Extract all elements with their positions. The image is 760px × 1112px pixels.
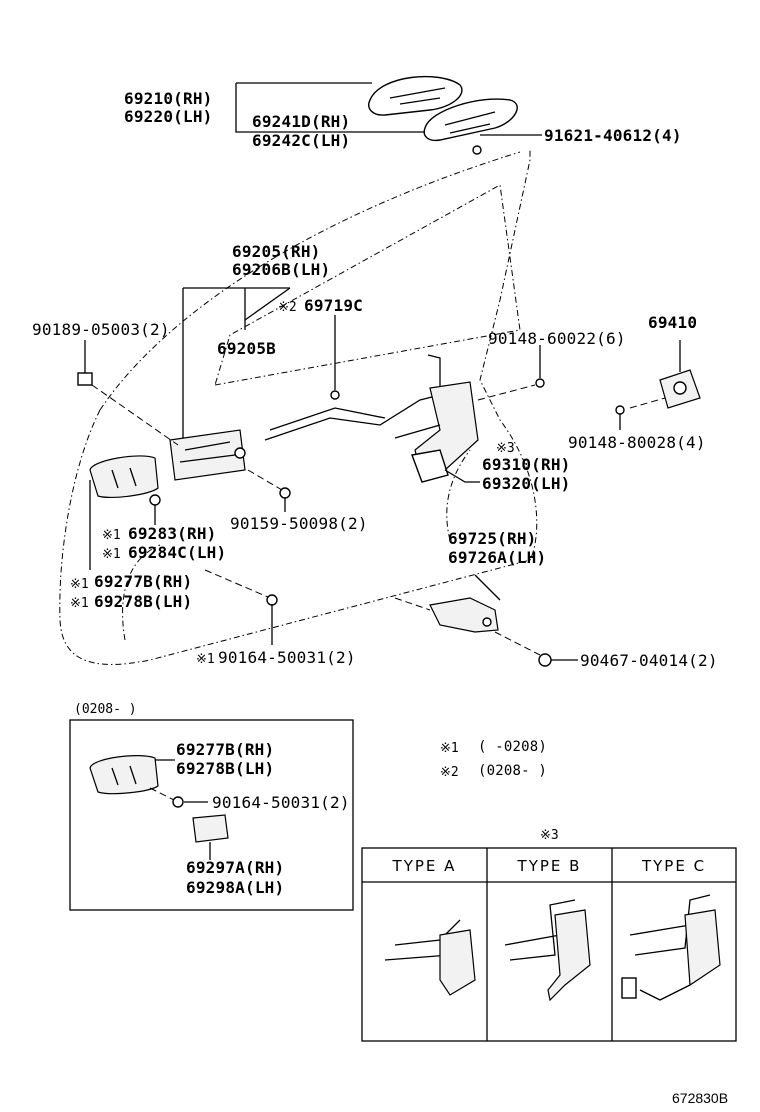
label-90159: 90159-50098(2) bbox=[230, 514, 368, 533]
label-69241d: 69241D(RH) bbox=[252, 112, 351, 131]
mark-69719: ※2 bbox=[278, 300, 297, 315]
label-90164: 90164-50031(2) bbox=[218, 648, 356, 667]
mark-69277: ※1 bbox=[70, 577, 89, 592]
inset-label-69297a: 69297A(RH) bbox=[186, 858, 285, 877]
screw-69719 bbox=[330, 390, 340, 400]
type-a-header: TYPE A bbox=[392, 857, 457, 875]
label-69725: 69725(RH) bbox=[448, 529, 537, 548]
dash-90189 bbox=[91, 384, 179, 446]
label-69220: 69220(LH) bbox=[124, 107, 213, 126]
inside-handle-assembly bbox=[169, 429, 246, 481]
dash-90467 bbox=[494, 631, 541, 656]
label-69726a: 69726A(LH) bbox=[448, 548, 547, 567]
label-91621: 91621-40612(4) bbox=[544, 126, 682, 145]
door-handle-frame bbox=[423, 98, 518, 142]
mark-69310: ※3 bbox=[496, 441, 515, 456]
door-outline bbox=[59, 150, 538, 665]
inset-screw bbox=[172, 796, 184, 808]
dash-90164 bbox=[204, 569, 269, 598]
label-69210: 69210(RH) bbox=[124, 89, 213, 108]
inset-cover bbox=[192, 814, 229, 843]
label-69205: 69205(RH) bbox=[232, 242, 321, 261]
label-69283: 69283(RH) bbox=[128, 524, 217, 543]
inset-box bbox=[69, 719, 354, 911]
legend-mark-2: ※2 bbox=[440, 765, 459, 780]
inset-label-69277b: 69277B(RH) bbox=[176, 740, 275, 759]
bracket-69210 bbox=[235, 82, 425, 133]
inset-label-69278b: 69278B(LH) bbox=[176, 759, 275, 778]
mark-69283: ※1 bbox=[102, 528, 121, 543]
inset-bezel bbox=[89, 755, 159, 795]
dash-inset bbox=[149, 787, 175, 801]
dash-90148a bbox=[477, 384, 536, 401]
screw-91621 bbox=[472, 145, 482, 155]
bracket-69205 bbox=[182, 287, 290, 440]
leader-69205 bbox=[244, 287, 291, 321]
door-lock-assembly bbox=[394, 381, 479, 483]
type-table bbox=[361, 847, 737, 1042]
type-a-sketch bbox=[384, 919, 476, 996]
cap-69283 bbox=[149, 494, 161, 506]
label-90148-60022: 90148-60022(6) bbox=[488, 329, 626, 348]
screw-90148-80028 bbox=[615, 405, 625, 415]
label-69410: 69410 bbox=[648, 313, 698, 332]
diagram-code: 672830B bbox=[672, 1090, 729, 1106]
inset-label-90164: 90164-50031(2) bbox=[212, 793, 350, 812]
legend-range-1: ( -0208) bbox=[478, 739, 548, 755]
label-69320: 69320(LH) bbox=[482, 474, 571, 493]
dash-90159 bbox=[247, 469, 283, 491]
label-69205b: 69205B bbox=[217, 339, 276, 358]
inset-label-69298a: 69298A(LH) bbox=[186, 878, 285, 897]
outer-door-handle bbox=[368, 75, 463, 116]
bolt-90467 bbox=[538, 653, 552, 667]
mark-69284: ※1 bbox=[102, 547, 121, 562]
lock-rod-1 bbox=[264, 394, 441, 441]
type-c-sketch bbox=[621, 894, 721, 1001]
lock-rod-2 bbox=[269, 407, 386, 431]
leader-69725 bbox=[474, 574, 501, 601]
type-table-mark: ※3 bbox=[540, 828, 559, 843]
inside-handle-bezel bbox=[89, 455, 159, 499]
dash-69725 bbox=[394, 597, 431, 611]
label-69206b: 69206B(LH) bbox=[232, 260, 331, 279]
label-90148-80028: 90148-80028(4) bbox=[568, 433, 706, 452]
lock-cable-bracket bbox=[429, 597, 499, 633]
door-lock-striker bbox=[659, 369, 701, 409]
label-69310: 69310(RH) bbox=[482, 455, 571, 474]
dash-striker bbox=[629, 397, 666, 409]
legend-mark-1: ※1 bbox=[440, 741, 459, 756]
label-90467: 90467-04014(2) bbox=[580, 651, 718, 670]
leader-69310 bbox=[444, 469, 480, 483]
lock-rod-3 bbox=[427, 354, 441, 395]
type-b-header: TYPE B bbox=[517, 857, 582, 875]
nut-90189 bbox=[77, 372, 93, 386]
label-69242c: 69242C(LH) bbox=[252, 131, 351, 150]
mark-90164: ※1 bbox=[196, 652, 215, 667]
label-69277b: 69277B(RH) bbox=[94, 572, 193, 591]
label-69284c: 69284C(LH) bbox=[128, 543, 227, 562]
legend-range-2: (0208- ) bbox=[478, 763, 548, 779]
screw-90164 bbox=[266, 594, 278, 606]
label-69278b: 69278B(LH) bbox=[94, 592, 193, 611]
type-b-sketch bbox=[504, 899, 591, 1002]
screw-90148-60022 bbox=[535, 378, 545, 388]
label-90189: 90189-05003(2) bbox=[32, 320, 170, 339]
label-69719c: 69719C bbox=[304, 296, 363, 315]
type-c-header: TYPE C bbox=[641, 857, 707, 875]
inset-range: (0208- ) bbox=[74, 702, 137, 717]
mark-69278: ※1 bbox=[70, 596, 89, 611]
